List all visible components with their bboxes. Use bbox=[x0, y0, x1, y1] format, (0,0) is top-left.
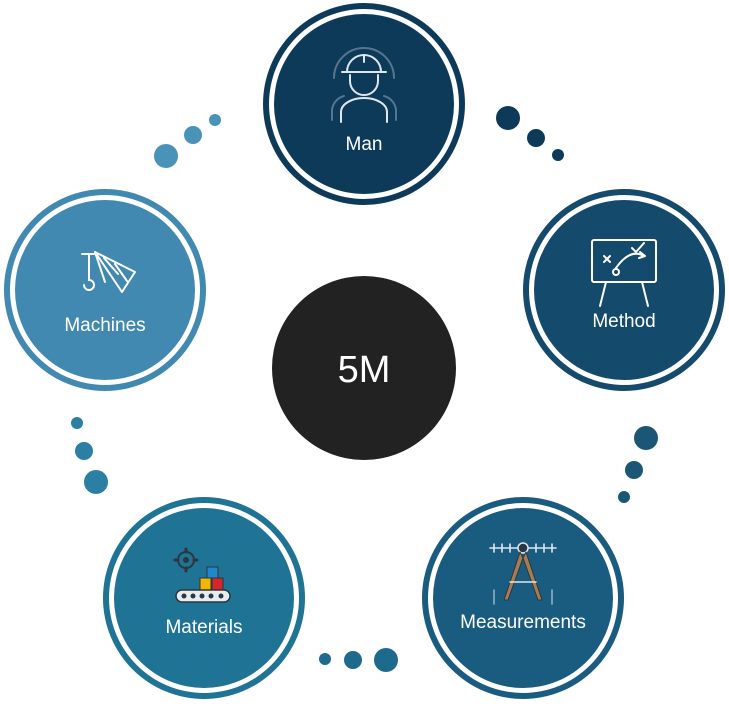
node-fill bbox=[274, 14, 454, 194]
connector-dots-materials-machines bbox=[71, 417, 108, 494]
node-man: Man bbox=[263, 3, 465, 205]
whiteboard-strategy-icon bbox=[591, 239, 657, 307]
node-method: Method bbox=[523, 189, 725, 391]
conveyor-boxes-icon bbox=[173, 547, 231, 603]
node-machines: Machines bbox=[4, 189, 206, 391]
node-fill bbox=[433, 508, 613, 688]
connector-dot bbox=[71, 417, 83, 429]
connector-dot bbox=[209, 114, 221, 126]
node-measurements: Measurements bbox=[422, 497, 624, 699]
connector-dot bbox=[527, 129, 545, 147]
connector-dot bbox=[344, 651, 362, 669]
connector-dots-method-measurements bbox=[618, 426, 658, 503]
crane-icon bbox=[81, 251, 136, 293]
connector-dot bbox=[374, 648, 398, 672]
node-fill bbox=[15, 200, 195, 380]
connector-dot bbox=[634, 426, 658, 450]
center-circle bbox=[272, 276, 456, 460]
connector-dots-man-method bbox=[496, 106, 564, 161]
center-node: 5M bbox=[272, 276, 456, 460]
node-materials: Materials bbox=[103, 497, 305, 699]
node-label-method: Method bbox=[592, 311, 655, 332]
compass-ruler-icon bbox=[489, 542, 557, 605]
connector-dots-machines-man bbox=[154, 114, 221, 168]
connector-dot bbox=[184, 126, 202, 144]
connector-dot bbox=[552, 149, 564, 161]
connector-dot bbox=[84, 470, 108, 494]
connector-dot bbox=[618, 491, 630, 503]
node-label-materials: Materials bbox=[165, 617, 242, 638]
center-label: 5M bbox=[338, 349, 391, 391]
node-fill bbox=[534, 200, 714, 380]
connector-dots-measurements-materials bbox=[319, 648, 398, 672]
node-label-machines: Machines bbox=[64, 315, 145, 336]
connector-dot bbox=[154, 144, 178, 168]
node-label-man: Man bbox=[346, 134, 383, 155]
connector-dot bbox=[75, 442, 93, 460]
connector-dot bbox=[319, 653, 331, 665]
worker-helmet-icon bbox=[331, 47, 397, 123]
node-label-measurements: Measurements bbox=[460, 612, 586, 633]
connector-dot bbox=[496, 106, 520, 130]
connector-dot bbox=[625, 461, 643, 479]
